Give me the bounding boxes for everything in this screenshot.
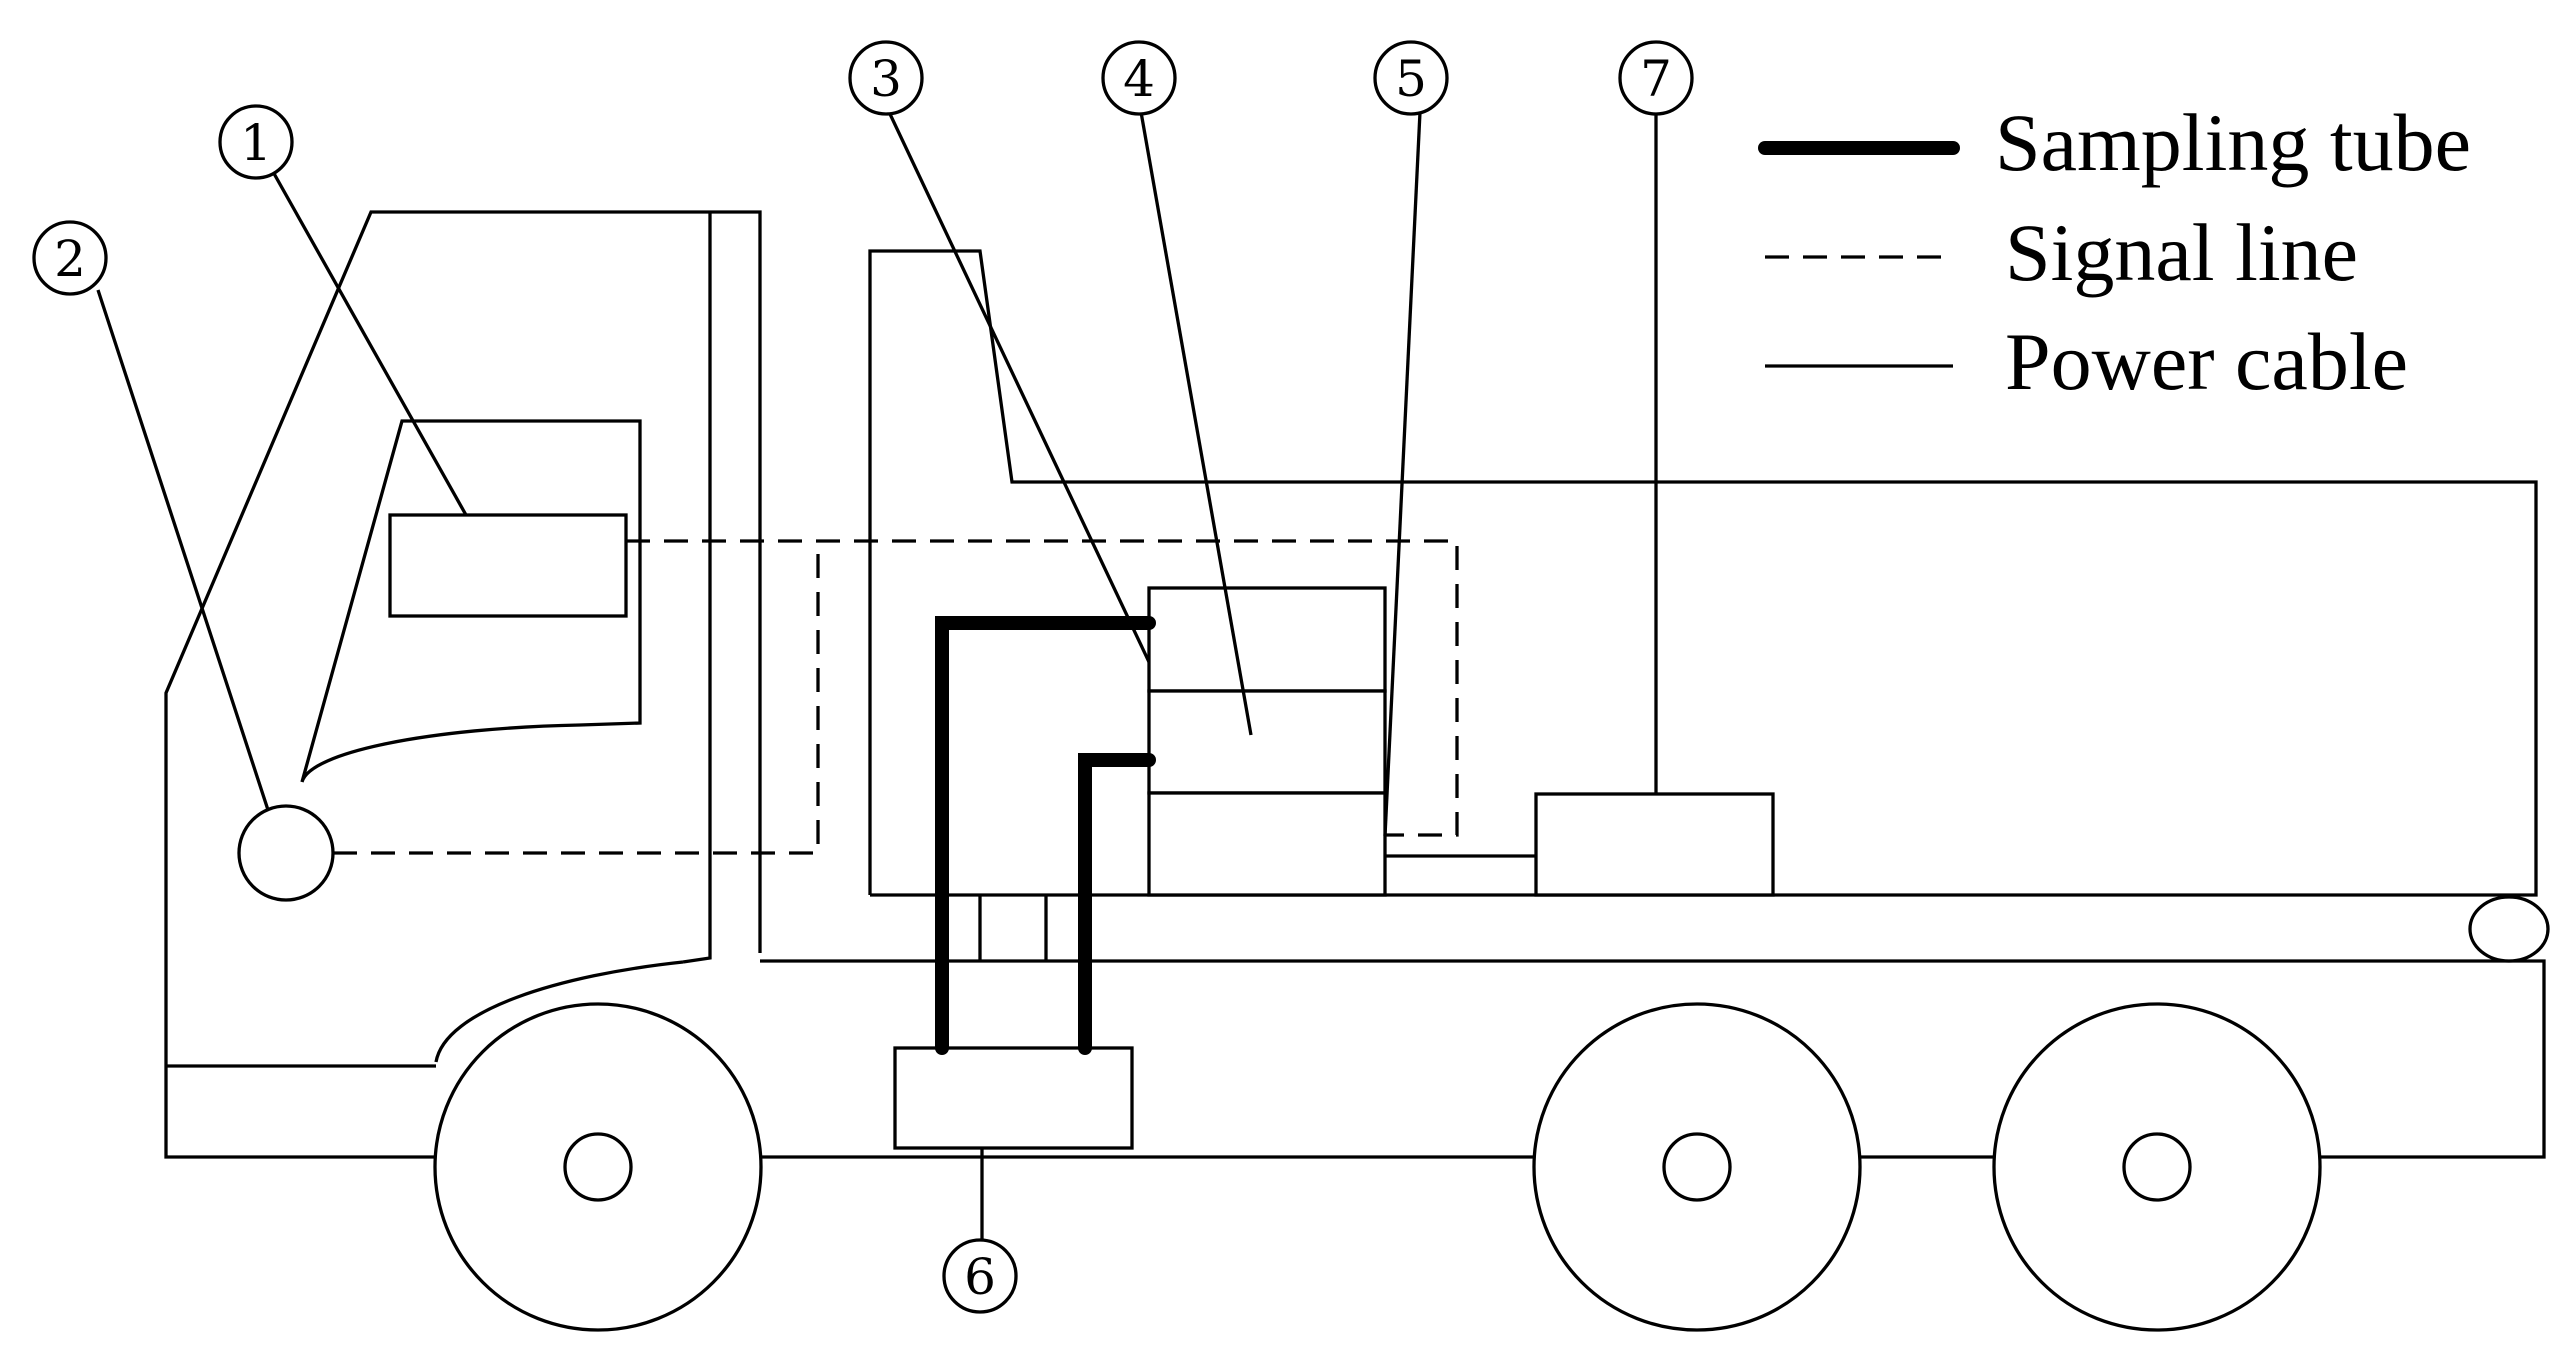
sampling-tubes bbox=[935, 616, 1156, 1055]
sampling-tube-outer bbox=[935, 616, 1156, 1055]
rear-light bbox=[2468, 895, 2550, 963]
callout-6: 6 bbox=[942, 1238, 1018, 1314]
svg-text:6: 6 bbox=[964, 1248, 996, 1306]
sampling-tube-inner bbox=[1078, 753, 1156, 1055]
signal-line-1-to-5 bbox=[626, 539, 1459, 837]
cab-outline bbox=[164, 210, 762, 1159]
callout-2: 2 bbox=[32, 220, 108, 296]
rear-wheel-2 bbox=[1992, 1002, 2322, 1332]
svg-text:2: 2 bbox=[54, 230, 86, 288]
callout-1: 1 bbox=[218, 104, 294, 180]
svg-text:7: 7 bbox=[1640, 50, 1672, 108]
leader-2 bbox=[96, 289, 270, 811]
callout-5: 5 bbox=[1373, 40, 1449, 116]
legend-sampling-tube-label: Sampling tube bbox=[1995, 97, 2471, 188]
leader-lines bbox=[96, 111, 1658, 1245]
callout-4: 4 bbox=[1101, 40, 1177, 116]
container-outline bbox=[868, 249, 2538, 897]
rear-wheel-1 bbox=[1532, 1002, 1862, 1332]
component-5-box bbox=[1147, 791, 1387, 897]
component-6-box bbox=[893, 1046, 1134, 1150]
svg-text:1: 1 bbox=[240, 114, 272, 172]
component-2-sensor bbox=[237, 804, 335, 902]
callout-7: 7 bbox=[1618, 40, 1694, 116]
callout-3: 3 bbox=[848, 40, 924, 116]
leader-4 bbox=[1139, 111, 1253, 736]
leader-1 bbox=[270, 169, 468, 516]
windshield bbox=[300, 419, 642, 783]
cab-door-edge bbox=[682, 212, 712, 964]
signal-line-2-to-bus bbox=[333, 541, 820, 855]
component-1-box bbox=[388, 513, 628, 618]
callouts: 1 2 3 4 5 6 7 bbox=[32, 40, 1694, 1314]
legend-signal-line-label: Signal line bbox=[2005, 207, 2358, 298]
svg-text:4: 4 bbox=[1123, 50, 1155, 108]
component-7-box bbox=[1534, 792, 1775, 897]
leader-3 bbox=[888, 113, 1151, 663]
component-3-box bbox=[1147, 586, 1387, 693]
signal-lines bbox=[333, 539, 1459, 855]
cab-fender bbox=[434, 960, 684, 1063]
legend: Sampling tube Signal line Power cable bbox=[1758, 97, 2471, 407]
equipment bbox=[237, 513, 1775, 1150]
front-wheel bbox=[433, 1002, 763, 1332]
leader-5 bbox=[1383, 111, 1422, 837]
svg-text:3: 3 bbox=[870, 50, 902, 108]
truck bbox=[164, 210, 2550, 1332]
svg-text:5: 5 bbox=[1395, 50, 1427, 108]
legend-power-cable-label: Power cable bbox=[2005, 316, 2408, 407]
component-4-box bbox=[1147, 689, 1387, 795]
